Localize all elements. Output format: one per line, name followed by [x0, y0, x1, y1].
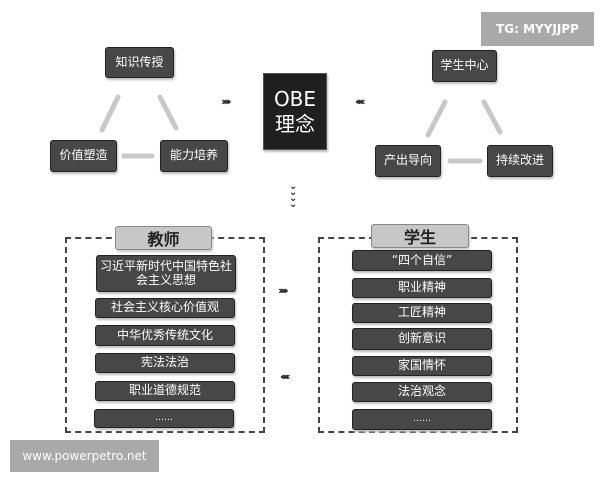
student-item: …… [352, 409, 492, 430]
teacher-item: 宪法法治 [95, 353, 235, 373]
teacher-item: 职业道德规范 [95, 381, 235, 401]
student-item: 法治观念 [352, 382, 492, 402]
arrow-right-top-right [481, 99, 503, 135]
arrow-right-top-left [425, 99, 448, 138]
teacher-item: 习近平新时代中国特色社会主义思想 [96, 255, 236, 292]
chevron-right-icon: ››››› [278, 284, 289, 297]
node-ability: 能力培养 [160, 140, 228, 172]
student-item: 创新意识 [352, 328, 492, 350]
node-value: 价值塑造 [50, 140, 117, 172]
teacher-item: 社会主义核心价值观 [95, 298, 235, 318]
watermark-top: TG: MYYJJPP [481, 12, 594, 46]
node-continuous-improvement: 持续改进 [487, 145, 553, 177]
node-knowledge: 知识传授 [105, 47, 174, 78]
arrow-left-top-right [157, 94, 179, 131]
teacher-item: …… [94, 409, 234, 428]
student-item: 职业精神 [352, 278, 492, 298]
student-item: “四个自信” [352, 250, 492, 271]
obe-title: OBE [273, 86, 317, 111]
node-student-centered: 学生中心 [432, 50, 497, 82]
student-item: 家国情怀 [352, 356, 492, 376]
obe-concept-box: OBE 理念 [263, 73, 327, 150]
teacher-item: 中华优秀传统文化 [95, 325, 235, 346]
node-output-oriented: 产出导向 [375, 145, 441, 177]
chevron-right-icon: ››››› [221, 95, 232, 108]
arrow-left-top-left [99, 94, 121, 133]
chevron-left-icon: ‹‹‹‹‹ [280, 370, 291, 383]
student-item: 工匠精神 [352, 303, 492, 323]
chevron-down-icon: ⌄⌄⌄⌄ [289, 181, 298, 210]
watermark-bottom: www.powerpetro.net [10, 440, 159, 472]
teacher-label: 教师 [115, 226, 212, 250]
chevron-left-icon: ‹‹‹‹‹ [355, 95, 366, 108]
obe-subtitle: 理念 [275, 111, 315, 136]
student-label: 学生 [371, 224, 469, 248]
